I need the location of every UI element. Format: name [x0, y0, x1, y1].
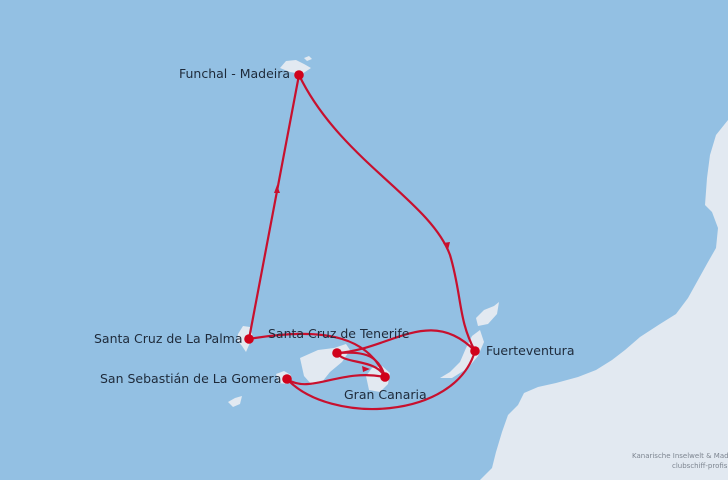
- route-tenerife-fuerteventura: [335, 329, 477, 355]
- arrow-to-gran-canaria: [362, 366, 370, 372]
- island-fuerteventura: [440, 330, 484, 378]
- credit-line-2: clubschiff-profis.: [672, 462, 728, 470]
- route-funchal-fuerteventura: [297, 73, 477, 353]
- port-marker-santa-cruz-tenerife[interactable]: [332, 348, 342, 358]
- route-la-palma-funchal: [247, 73, 301, 341]
- route-arrows: [274, 185, 450, 372]
- port-label-santa-cruz-la-palma: Santa Cruz de La Palma: [94, 331, 243, 346]
- island-madeira: [280, 60, 311, 74]
- route-gomera-gran-canaria: [285, 374, 387, 386]
- island-lanzarote: [476, 302, 499, 326]
- port-label-gran-canaria: Gran Canaria: [344, 387, 427, 402]
- port-marker-san-sebastian-gomera[interactable]: [282, 374, 292, 384]
- credit-line-1: Kanarische Inselwelt & Made: [632, 452, 728, 460]
- port-marker-santa-cruz-la-palma[interactable]: [244, 334, 254, 344]
- island-porto-santo: [304, 56, 312, 61]
- arrow-to-funchal: [274, 185, 280, 193]
- island-el-hierro: [228, 396, 242, 407]
- african-coast: [480, 120, 728, 480]
- arrow-to-fuerteventura: [443, 242, 450, 250]
- port-label-san-sebastian-gomera: San Sebastián de La Gomera: [100, 371, 282, 386]
- port-marker-gran-canaria[interactable]: [380, 372, 390, 382]
- cruise-routes: [247, 73, 477, 411]
- port-marker-fuerteventura[interactable]: [470, 346, 480, 356]
- port-label-santa-cruz-tenerife: Santa Cruz de Tenerife: [268, 326, 410, 341]
- route-tenerife-gran-canaria: [335, 351, 387, 379]
- route-fuerteventura-gomera: [285, 349, 477, 411]
- port-label-fuerteventura: Fuerteventura: [486, 343, 575, 358]
- port-markers: [244, 70, 480, 384]
- port-marker-funchal[interactable]: [294, 70, 304, 80]
- port-label-funchal: Funchal - Madeira: [179, 66, 291, 81]
